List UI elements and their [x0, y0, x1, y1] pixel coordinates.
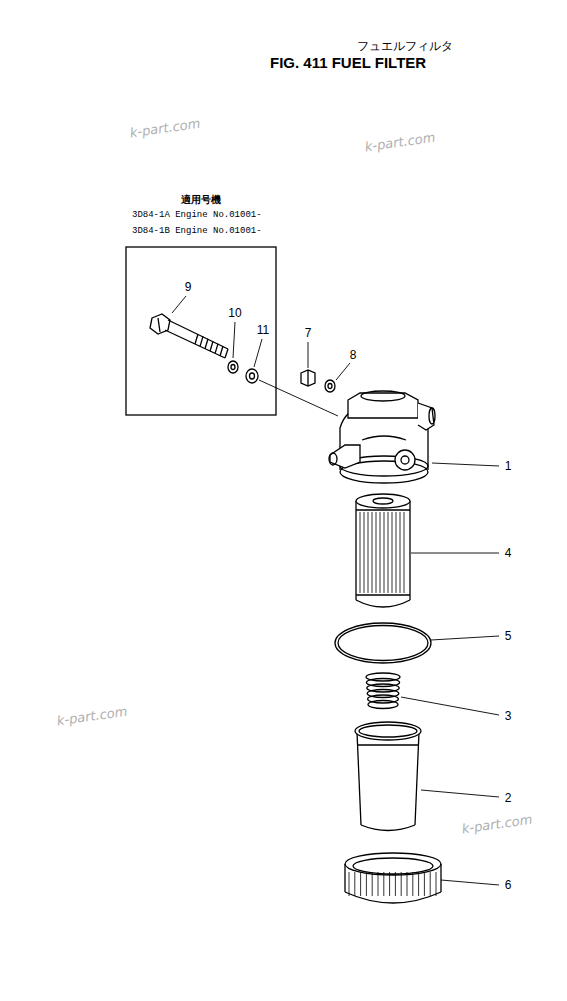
japanese-title: フュエルフィルタ: [356, 40, 454, 52]
serial-range: 3D84-1A Engine No.01001- 3D84-1B Engine …: [132, 207, 269, 239]
callout-number: 1: [504, 460, 513, 472]
callout-number: 10: [227, 307, 242, 319]
callout-number: 7: [304, 327, 313, 339]
callout-number: 8: [349, 349, 358, 361]
watermark: k-part.com: [128, 116, 202, 139]
leader-lines: [172, 296, 499, 885]
filter-head: [329, 391, 435, 483]
callout-number: 9: [184, 281, 193, 293]
washer: [325, 380, 335, 392]
applicability-inset: 適用号機3D84-1A Engine No.01001- 3D84-1B Eng…: [126, 193, 276, 415]
watermark: k-part.com: [55, 704, 129, 727]
o-ring: [335, 623, 431, 663]
callout-number: 4: [504, 547, 513, 559]
watermark: k-part.com: [460, 812, 534, 835]
callout-number: 2: [504, 792, 513, 804]
inset-frame: [126, 247, 276, 415]
callout-number: 5: [504, 630, 513, 642]
filter-element: [356, 494, 410, 607]
ring-nut: [345, 853, 441, 903]
bowl: [355, 722, 421, 831]
washer: [228, 361, 238, 373]
callout-number: 3: [504, 710, 513, 722]
washer: [246, 369, 258, 383]
figure-title: FIG. 411 FUEL FILTER: [270, 55, 426, 70]
plug: [301, 370, 315, 386]
spring: [366, 673, 400, 709]
callout-number: 11: [256, 324, 270, 336]
bolt: [150, 314, 228, 358]
callout-number: 6: [504, 879, 513, 891]
inset-heading: 適用号機: [126, 193, 276, 207]
watermark: k-part.com: [363, 130, 437, 153]
